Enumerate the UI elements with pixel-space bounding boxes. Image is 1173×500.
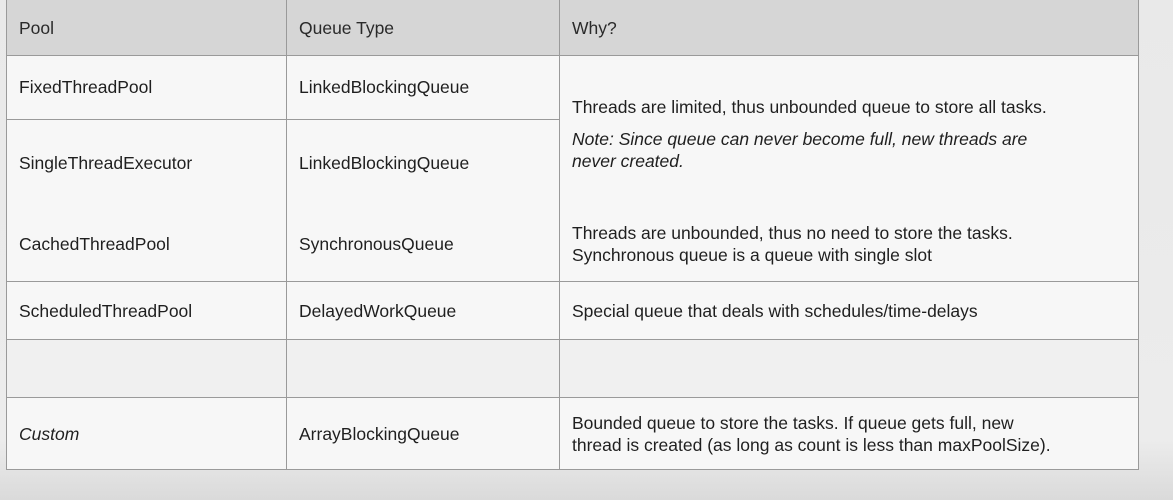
why-note-line2: never created. (572, 151, 684, 171)
table-row-scheduled: ScheduledThreadPool DelayedWorkQueue Spe… (7, 281, 1138, 339)
why-note-line1: Note: Since queue can never become full,… (572, 129, 1028, 149)
why-line2: Synchronous queue is a queue with single… (572, 244, 932, 265)
header-pool: Pool (7, 0, 287, 55)
pool-cell: SingleThreadExecutor (7, 120, 287, 206)
pool-cell: CachedThreadPool (7, 206, 287, 281)
why-merged-cell: Threads are limited, thus unbounded queu… (560, 56, 1138, 206)
queue-cell: DelayedWorkQueue (287, 282, 560, 339)
header-why: Why? (572, 17, 617, 38)
table-row-cached: CachedThreadPool SynchronousQueue Thread… (7, 206, 1138, 281)
table-row-custom: Custom ArrayBlockingQueue Bounded queue … (7, 397, 1138, 469)
table-row-empty (7, 339, 1138, 397)
why-cell: Bounded queue to store the tasks. If que… (560, 398, 1138, 469)
table-row: FixedThreadPool LinkedBlockingQueue (7, 56, 560, 119)
pool-cell-empty (7, 340, 287, 397)
group-left-columns: FixedThreadPool LinkedBlockingQueue Sing… (7, 56, 560, 206)
pool-cell: FixedThreadPool (7, 56, 287, 119)
table-header-row: Pool Queue Type Why? (7, 0, 1138, 55)
pool-cell: Custom (7, 398, 287, 469)
table-row-group-fixed-single: FixedThreadPool LinkedBlockingQueue Sing… (7, 55, 1138, 206)
thread-pool-queue-table: Pool Queue Type Why? FixedThreadPool Lin… (6, 0, 1139, 470)
queue-cell: SynchronousQueue (287, 206, 560, 281)
queue-cell-empty (287, 340, 560, 397)
why-cell: Threads are unbounded, thus no need to s… (560, 206, 1138, 281)
why-text: Threads are limited, thus unbounded queu… (572, 97, 1047, 117)
queue-cell: ArrayBlockingQueue (287, 398, 560, 469)
why-cell: Special queue that deals with schedules/… (572, 300, 978, 321)
table-row: SingleThreadExecutor LinkedBlockingQueue (7, 119, 560, 206)
why-line1: Bounded queue to store the tasks. If que… (572, 412, 1014, 433)
queue-cell: LinkedBlockingQueue (287, 120, 560, 206)
pool-cell: ScheduledThreadPool (7, 282, 287, 339)
why-note: Note: Since queue can never become full,… (572, 128, 1092, 172)
why-cell-empty (560, 340, 1138, 397)
header-queue-type: Queue Type (287, 0, 560, 55)
queue-cell: LinkedBlockingQueue (287, 56, 560, 119)
why-line2: thread is created (as long as count is l… (572, 434, 1051, 455)
why-line1: Threads are unbounded, thus no need to s… (572, 222, 1013, 243)
